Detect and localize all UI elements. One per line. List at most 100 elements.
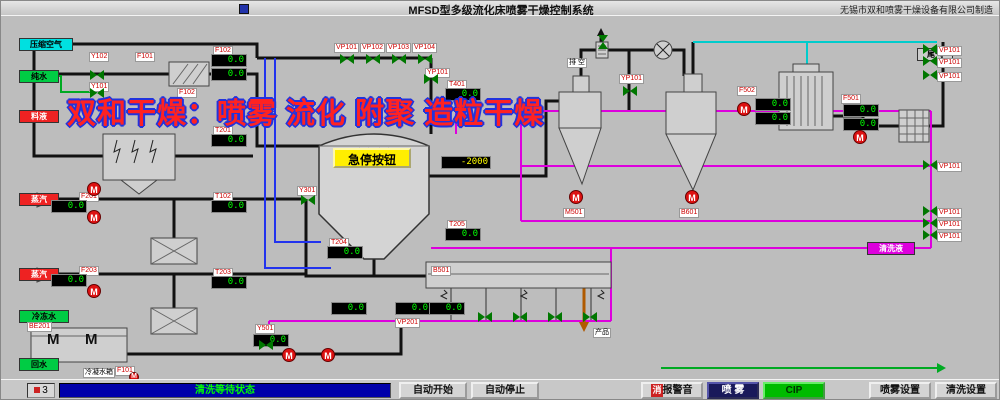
clean-settings-button[interactable]: 清洗设置 [935,382,997,399]
valve-icon[interactable] [418,54,432,64]
valve-icon[interactable] [923,70,937,80]
page-icon [34,387,41,393]
instrument-label: VP102 [360,43,386,53]
instrument-label: Y501 [255,324,276,334]
valve-icon[interactable] [513,312,527,322]
auto-stop-button[interactable]: 自动停止 [471,382,539,399]
pump-icon[interactable]: M [87,210,101,224]
valve-icon[interactable] [923,206,937,216]
valve-icon[interactable] [923,56,937,66]
instrument-label: VP101 [937,46,963,56]
valve-icon[interactable] [548,312,562,322]
digital-display: 0.0 [211,54,247,67]
page-indicator[interactable]: 3 [27,383,55,398]
pump-icon[interactable]: M [87,182,101,196]
valve-icon[interactable] [598,35,608,49]
exhaust-fan [653,40,673,60]
app-icon [239,4,249,14]
instrument-label: VP101 [937,72,963,82]
pump-icon[interactable]: M [87,284,101,298]
emergency-stop-button[interactable]: 急停按钮 [333,148,411,168]
digital-display: 0.0 [429,302,465,315]
auto-start-button[interactable]: 自动开始 [399,382,467,399]
digital-display: -2000 [441,156,491,169]
alarm-mute-icon: 消 [651,384,663,397]
valve-icon[interactable] [424,74,438,84]
pump-icon[interactable]: M [321,348,335,362]
condensate-tank [30,327,128,363]
digital-display: 0.0 [51,200,87,213]
pipe-tag: 回水 [19,358,59,371]
page-title: MFSD型多级流化床喷雾干燥控制系统 [408,5,594,17]
valve-icon[interactable] [301,195,315,205]
pipe-tag: 料液 [19,110,59,123]
mute-alarm-button[interactable]: 消报警音 [641,382,703,399]
pipe-tag: 纯水 [19,70,59,83]
instrument-label: M501 [563,208,585,218]
valve-icon[interactable] [923,44,937,54]
valve-icon[interactable] [923,230,937,240]
valve-icon[interactable] [340,54,354,64]
spray-settings-button[interactable]: 喷雾设置 [869,382,931,399]
bag-filter [102,133,176,195]
digital-display: 0.0 [211,68,247,81]
valve-icon[interactable] [392,54,406,64]
pipe-tag: 清洗液 [867,242,915,255]
fluid-bed [425,261,612,300]
instrument-label: VP104 [412,43,438,53]
instrument-label: F101 [135,52,155,62]
instrument-label: VP201 [395,318,421,328]
valve-icon[interactable] [478,312,492,322]
pump-icon[interactable]: M [569,190,583,204]
digital-display: 0.0 [843,104,879,117]
valve-icon[interactable] [90,88,104,98]
digital-display: 0.0 [395,302,431,315]
vent-arrow [597,28,605,36]
valve-icon[interactable] [583,312,597,322]
agitator-icon: M [85,331,98,348]
pump-icon[interactable]: M [853,130,867,144]
valve-icon[interactable] [90,70,104,80]
digital-display: 0.0 [843,118,879,131]
cyclone-1 [558,75,602,186]
valve-icon[interactable] [259,340,273,350]
product-arrow [579,322,589,332]
instrument-label: BE201 [27,322,53,332]
instrument-label: Y102 [89,52,110,62]
digital-display: 0.0 [445,88,481,101]
pump-icon[interactable]: M [685,190,699,204]
digital-display: 0.0 [211,200,247,213]
instrument-label: B601 [679,208,700,218]
digital-display: 0.0 [755,98,791,111]
mute-alarm-label: 报警音 [662,385,693,396]
digital-display: 0.0 [445,228,481,241]
spray-button[interactable]: 喷 雾 [707,382,759,399]
cip-button[interactable]: CIP [763,382,825,399]
instrument-label: F101 [115,366,135,376]
title-bar: MFSD型多级流化床喷雾干燥控制系统 无锡市双和喷雾干燥设备有限公司制造 [1,1,999,17]
exhaust-filter [898,109,930,143]
valve-icon[interactable] [366,54,380,64]
status-bar: 清洗等待状态 [59,383,391,398]
instrument-label: F102 [177,88,197,98]
instrument-label: VP101 [937,58,963,68]
pump-icon[interactable]: M [737,102,751,116]
pump-icon[interactable]: M [282,348,296,362]
digital-display: 0.0 [755,112,791,125]
digital-display: 0.0 [211,276,247,289]
valve-icon[interactable] [923,218,937,228]
instrument-label: VP103 [386,43,412,53]
page-number: 3 [42,385,48,396]
pipes-cip-magenta [268,110,932,344]
valve-icon[interactable] [923,160,937,170]
digital-display: 0.0 [327,246,363,259]
instrument-label: VP101 [937,208,963,218]
instrument-label: F203 [79,266,99,276]
agitator-icon: M [47,331,60,348]
instrument-label: B501 [431,266,452,276]
digital-display: 0.0 [51,274,87,287]
instrument-label: F501 [841,94,861,104]
valve-icon[interactable] [623,86,637,96]
